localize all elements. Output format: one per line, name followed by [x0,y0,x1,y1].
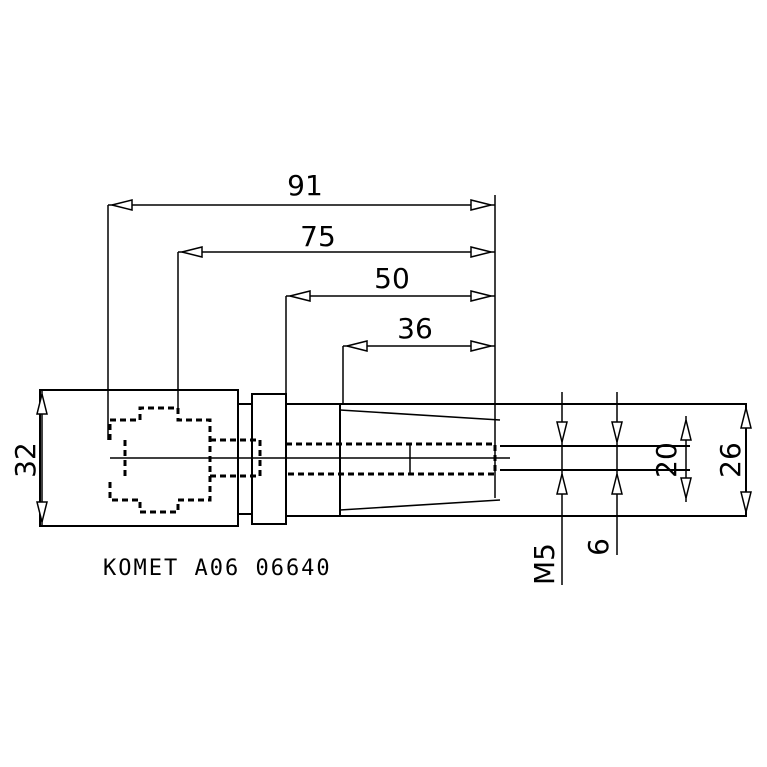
arrow-m5-bottom [556,473,568,495]
dim-m5-label: M5 [528,543,561,585]
collar-bore [210,438,262,478]
arrow-50-left [289,290,311,302]
dim-91-label: 91 [287,169,323,202]
arrow-50-right [470,290,492,302]
arrow-32-bottom [36,501,48,523]
arrow-36-left [346,340,368,352]
arrow-6-bottom [611,473,623,495]
arrow-20-bottom [680,477,692,499]
taper-top-line [339,409,501,421]
arrow-75-right [470,246,492,258]
dim-75-label: 75 [300,220,336,253]
arrow-91-left [111,199,133,211]
taper-bottom-line [339,499,501,511]
shank-bore [286,442,497,476]
arrow-20-top [680,419,692,441]
dim-50-label: 50 [374,262,410,295]
collar-ring-1 [237,403,253,515]
flange-pocket [108,406,212,514]
dim-32-label: 32 [9,442,42,478]
arrow-32-top [36,393,48,415]
collar-ring-2 [251,393,287,525]
horizontal-dimensions: 91 75 50 36 [107,169,496,498]
dim-20-label: 20 [650,442,683,478]
arrow-75-left [181,246,203,258]
dim-36-label: 36 [397,312,433,345]
arrow-26-top [740,407,752,429]
arrow-6-top [611,421,623,443]
dim-6-label: 6 [582,538,615,556]
arrow-91-right [470,199,492,211]
tool-body [39,389,747,527]
dim-26-label: 26 [714,442,747,478]
part-code: KOMET A06 06640 [103,556,332,581]
arrow-m5-top [556,421,568,443]
vertical-dimensions: 32 M5 6 20 26 [9,390,752,585]
arrow-26-bottom [740,491,752,513]
arrow-36-right [470,340,492,352]
